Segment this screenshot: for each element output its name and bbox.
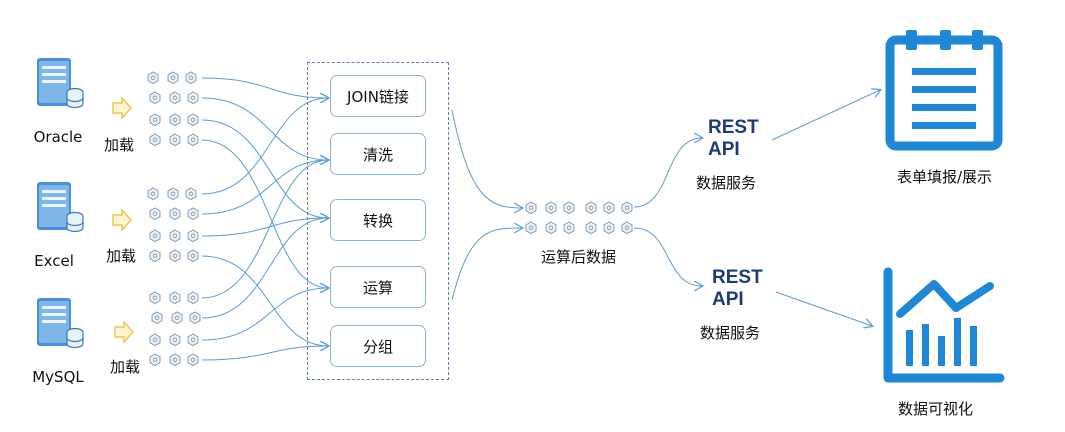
process-transform: 转换 bbox=[330, 199, 426, 241]
data-tokens-oracle bbox=[147, 71, 199, 147]
chart-visualization-icon bbox=[883, 267, 1005, 383]
load-label: 加载 bbox=[110, 358, 141, 376]
excel-server-icon bbox=[36, 181, 84, 233]
rest-service-bottom-subtitle: API bbox=[712, 289, 744, 310]
form-report-icon bbox=[885, 30, 1003, 151]
result-label: 运算后数据 bbox=[541, 248, 617, 266]
source-label-mysql: MySQL bbox=[32, 368, 84, 386]
process-to-result-lines bbox=[451, 109, 522, 301]
output-chart-caption: 数据可视化 bbox=[898, 400, 974, 418]
rest-service-top-title: REST bbox=[708, 117, 759, 138]
rest-service-top-caption: 数据服务 bbox=[696, 174, 757, 192]
mysql-server-icon bbox=[36, 297, 84, 349]
processing-group bbox=[307, 62, 449, 380]
load-arrow-icon bbox=[112, 97, 132, 119]
rest-service-bottom-caption: 数据服务 bbox=[700, 324, 761, 342]
data-tokens-mysql bbox=[149, 291, 201, 367]
source-to-process-lines bbox=[201, 77, 328, 361]
load-label: 加载 bbox=[104, 136, 135, 154]
load-label: 加载 bbox=[106, 247, 137, 265]
data-tokens-excel bbox=[147, 187, 199, 263]
result-to-service-lines bbox=[633, 138, 702, 286]
data-tokens-result bbox=[525, 201, 633, 235]
load-arrow-icon bbox=[112, 209, 132, 231]
oracle-server-icon bbox=[36, 57, 84, 109]
source-label-excel: Excel bbox=[34, 252, 74, 270]
rest-service-top-subtitle: API bbox=[708, 139, 740, 160]
output-form-caption: 表单填报/展示 bbox=[897, 168, 993, 186]
source-label-oracle: Oracle bbox=[33, 128, 83, 146]
service-to-output-lines bbox=[771, 90, 880, 326]
rest-service-bottom-title: REST bbox=[712, 267, 763, 288]
process-group: 分组 bbox=[330, 325, 426, 367]
process-clean: 清洗 bbox=[330, 133, 426, 175]
process-compute: 运算 bbox=[330, 266, 426, 308]
process-join: JOIN链接 bbox=[330, 75, 426, 117]
load-arrow-icon bbox=[114, 321, 134, 343]
